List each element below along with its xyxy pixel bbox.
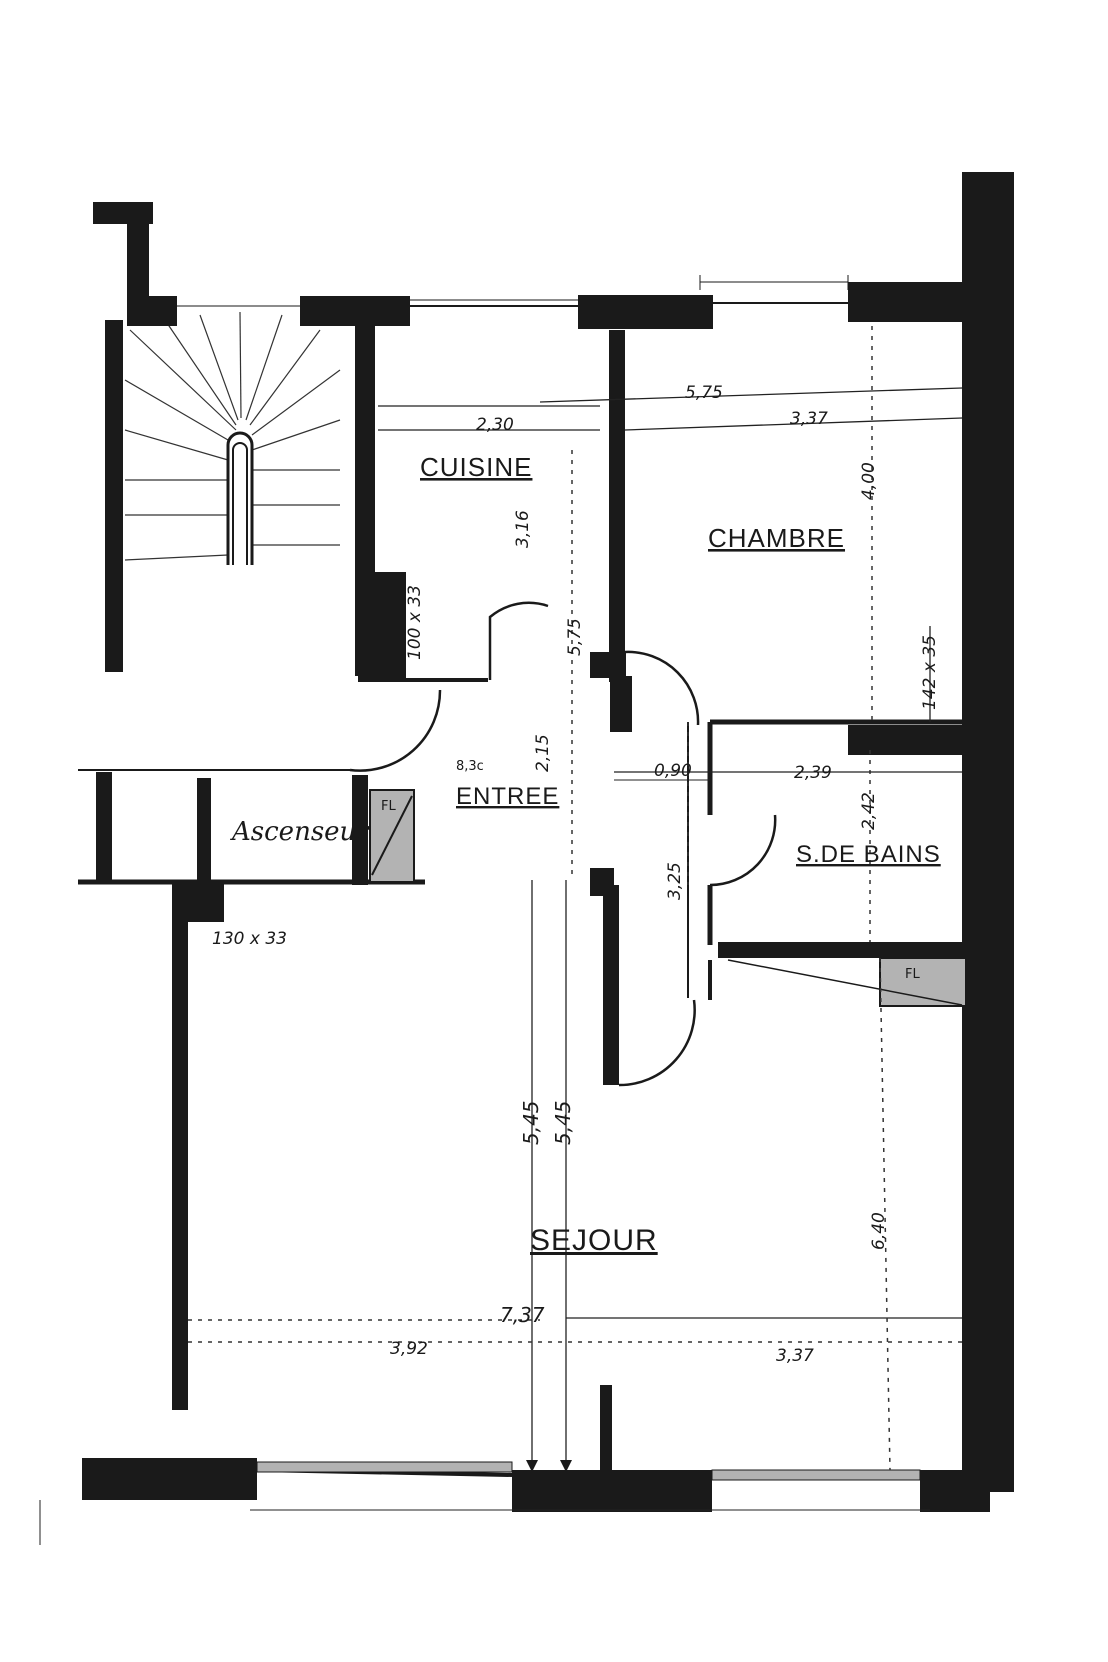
dim-sejour-total: 7,37: [500, 1303, 545, 1327]
windows-top: [177, 275, 849, 307]
room-label-entree: ENTREE: [456, 783, 559, 810]
dim-entree-width: 5,75: [565, 618, 585, 656]
fl-label-sejour: FL: [905, 967, 920, 982]
room-label-cuisine: CUISINE: [420, 452, 532, 482]
walls: [78, 172, 1014, 1512]
dim-entree-small: 0,90: [654, 761, 692, 781]
dim-pillar-chambre: 142 x 35: [920, 635, 940, 710]
dim-cuisine-depth: 3,16: [513, 510, 533, 548]
door-swings: [349, 601, 777, 1087]
dim-sdb-width: 2,39: [794, 763, 832, 783]
dim-sejour-b: 3,37: [776, 1346, 814, 1366]
dim-chambre-width: 3,37: [790, 409, 828, 429]
window-bottom-left: [256, 1461, 513, 1473]
dim-sdb-depth: 2,42: [859, 792, 879, 830]
room-label-ascenseur: Ascenseur: [230, 817, 370, 847]
dim-chambre-outer: 5,75: [685, 383, 723, 403]
dim-sejour-left: 5,45: [519, 1100, 543, 1145]
dim-sejour-depth: 6,40: [869, 1212, 889, 1250]
room-label-sejour: SEJOUR: [530, 1224, 658, 1257]
dim-cuisine-width: 2,30: [476, 415, 514, 435]
fl-label-elevator: FL: [381, 799, 396, 814]
dim-entree-area: 8,3c: [456, 759, 484, 774]
dim-pillar-cuisine: 100 x 33: [405, 585, 425, 660]
room-label-chambre: CHAMBRE: [708, 523, 845, 553]
dim-sejour-a: 3,92: [390, 1339, 428, 1359]
dim-sejour-right: 5,45: [551, 1100, 575, 1145]
dim-pillar-sejour: 130 x 33: [212, 929, 287, 949]
dim-corridor: 3,25: [665, 862, 685, 900]
dim-chambre-depth: 4,00: [859, 462, 879, 500]
window-bottom-right: [711, 1469, 921, 1481]
dim-entree-height: 2,15: [533, 734, 553, 772]
sejour-duct: [879, 957, 967, 1007]
room-label-sdb: S.DE BAINS: [796, 841, 941, 868]
dimension-lines: [39, 326, 963, 1545]
staircase: [124, 311, 341, 565]
